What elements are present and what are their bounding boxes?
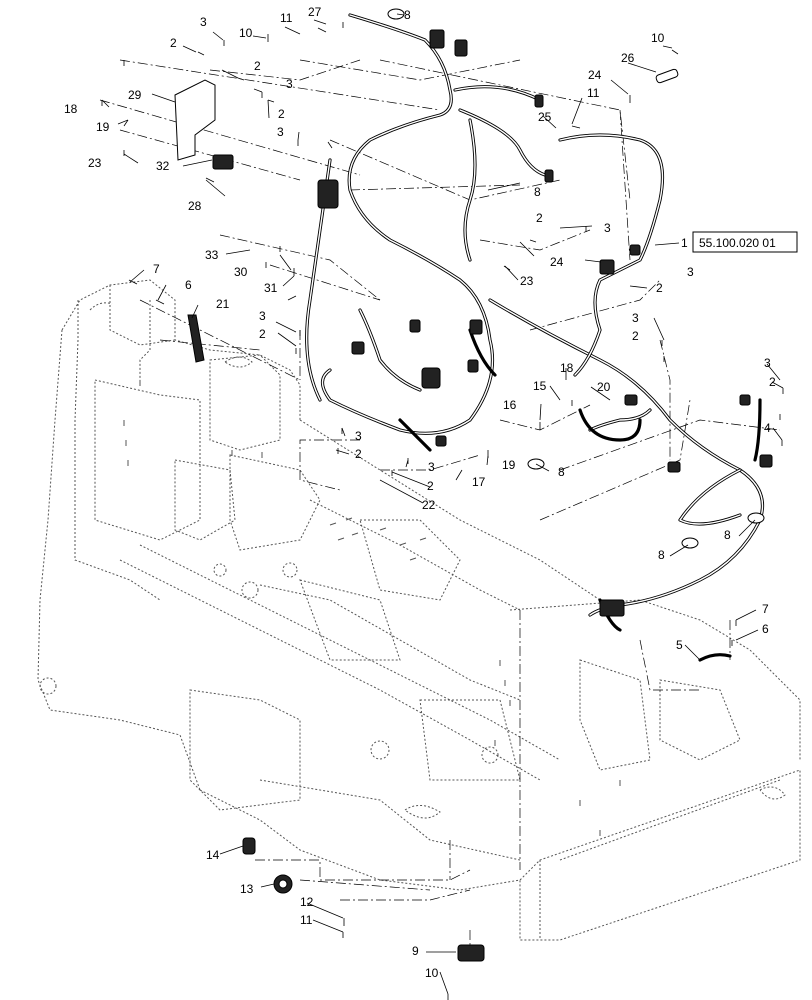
callout-3: 3 <box>764 356 771 370</box>
callout-3: 3 <box>687 265 694 279</box>
callout-11: 11 <box>300 913 313 927</box>
reference-box[interactable]: 55.100.020 01 <box>692 231 798 253</box>
callout-8: 8 <box>724 528 731 542</box>
callout-19: 19 <box>96 120 110 134</box>
callout-labels: 3 2 10 11 27 8 10 2 3 26 24 29 18 19 11 … <box>64 5 776 980</box>
callout-2: 2 <box>170 36 177 50</box>
callout-7: 7 <box>153 262 160 276</box>
callout-3: 3 <box>200 15 207 29</box>
callout-4: 4 <box>764 421 771 435</box>
callout-32: 32 <box>156 159 170 173</box>
callout-8: 8 <box>404 8 411 22</box>
callout-3: 3 <box>355 429 362 443</box>
callout-3: 3 <box>277 125 284 139</box>
callout-22: 22 <box>422 498 436 512</box>
callout-3: 3 <box>604 221 611 235</box>
callout-8: 8 <box>558 465 565 479</box>
callout-2: 2 <box>278 107 285 121</box>
callout-2: 2 <box>355 447 362 461</box>
callout-6: 6 <box>762 622 769 636</box>
callout-8: 8 <box>534 185 541 199</box>
callout-30: 30 <box>234 265 248 279</box>
callout-2: 2 <box>656 281 663 295</box>
callout-2: 2 <box>536 211 543 225</box>
callout-3: 3 <box>632 311 639 325</box>
callout-6: 6 <box>185 278 192 292</box>
callout-2: 2 <box>254 59 261 73</box>
callout-3: 3 <box>286 77 293 91</box>
callout-16: 16 <box>503 398 517 412</box>
callout-5: 5 <box>676 638 683 652</box>
callout-29: 29 <box>128 88 142 102</box>
explosion-lines <box>99 59 781 960</box>
callout-14: 14 <box>206 848 220 862</box>
callout-8: 8 <box>658 548 665 562</box>
callout-26: 26 <box>621 51 635 65</box>
callout-33: 33 <box>205 248 219 262</box>
callout-10: 10 <box>425 966 439 980</box>
callout-15: 15 <box>533 379 547 393</box>
callout-17: 17 <box>472 475 486 489</box>
callout-1: 1 <box>681 236 688 250</box>
callout-9: 9 <box>412 944 419 958</box>
callout-7: 7 <box>762 602 769 616</box>
callout-27: 27 <box>308 5 322 19</box>
callout-leaders <box>101 13 784 995</box>
callout-31: 31 <box>264 281 278 295</box>
callout-21: 21 <box>216 297 230 311</box>
callout-11: 11 <box>280 11 293 25</box>
callout-25: 25 <box>538 110 552 124</box>
callout-23: 23 <box>88 156 102 170</box>
callout-18: 18 <box>560 361 574 375</box>
callout-10: 10 <box>651 31 665 45</box>
wire-harness <box>305 13 773 632</box>
reference-box-label: 55.100.020 01 <box>699 236 776 250</box>
small-parts <box>101 8 784 1000</box>
callout-11: 11 <box>587 86 600 100</box>
callout-2: 2 <box>632 329 639 343</box>
machine-frame <box>37 279 801 941</box>
callout-2: 2 <box>769 375 776 389</box>
callout-3: 3 <box>259 309 266 323</box>
callout-19: 19 <box>502 458 516 472</box>
callout-13: 13 <box>240 882 254 896</box>
callout-20: 20 <box>597 380 611 394</box>
callout-3: 3 <box>428 460 435 474</box>
callout-23: 23 <box>520 274 534 288</box>
callout-12: 12 <box>300 895 314 909</box>
callout-10: 10 <box>239 26 253 40</box>
callout-18: 18 <box>64 102 78 116</box>
callout-24: 24 <box>550 255 564 269</box>
callout-2: 2 <box>259 327 266 341</box>
callout-2: 2 <box>427 479 434 493</box>
callout-28: 28 <box>188 199 202 213</box>
callout-24: 24 <box>588 68 602 82</box>
